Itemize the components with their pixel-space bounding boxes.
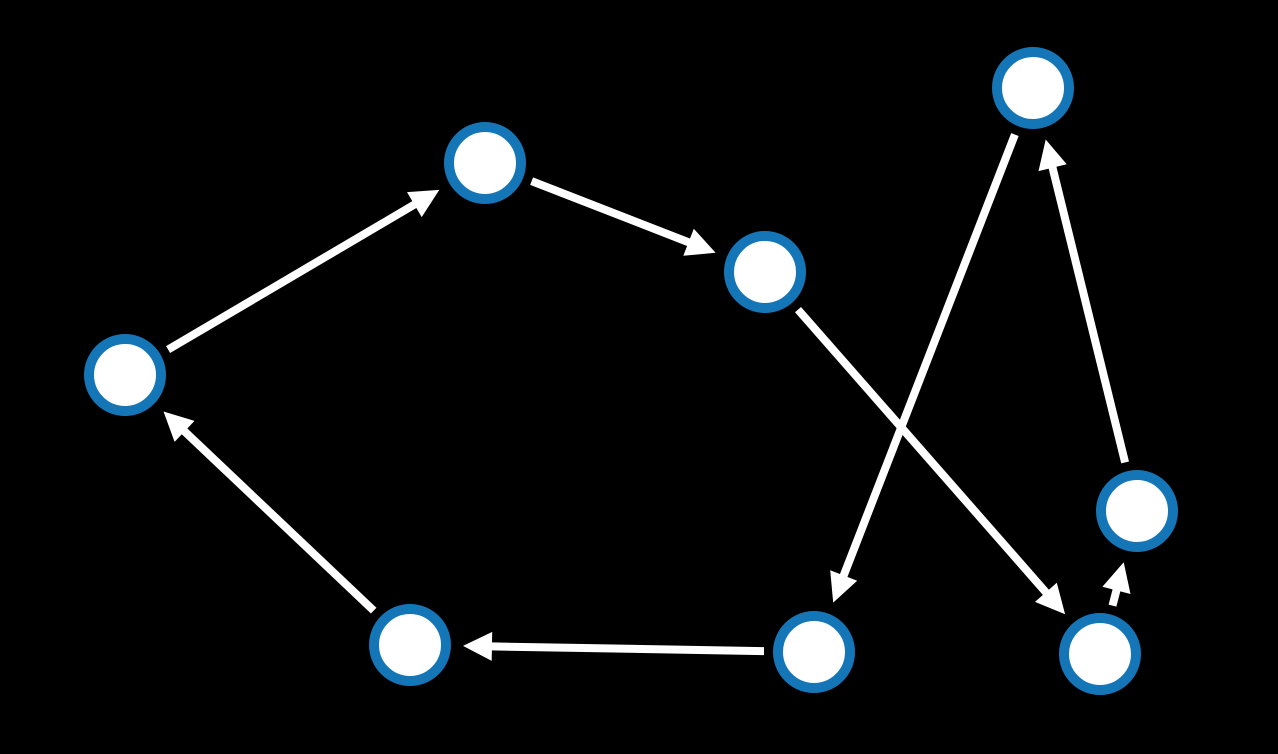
- edge-line: [794, 306, 1050, 596]
- arrowhead-icon: [1035, 582, 1066, 615]
- edge-line: [839, 133, 1019, 578]
- edge-upper-middle-to-center: [530, 177, 716, 256]
- edge-line: [490, 642, 765, 656]
- edge-top-right-to-bottom-middle: [830, 133, 1019, 603]
- node-bottom-left: [369, 604, 451, 686]
- node-upper-middle: [444, 122, 526, 204]
- edge-line: [1048, 165, 1129, 464]
- arrowhead-icon: [683, 228, 716, 256]
- edge-bottom-middle-to-bottom-left: [463, 631, 765, 661]
- node-bottom-middle: [773, 611, 855, 693]
- edge-bottom-right-to-right: [1102, 562, 1131, 607]
- arrowhead-icon: [463, 631, 493, 661]
- node-center: [724, 231, 806, 313]
- edge-line: [181, 427, 377, 614]
- node-bottom-right: [1059, 613, 1141, 695]
- edge-line: [530, 177, 691, 247]
- edge-line: [166, 200, 418, 354]
- edge-right-to-top-right: [1038, 139, 1129, 464]
- node-left: [84, 334, 166, 416]
- arrowhead-icon: [163, 411, 195, 442]
- arrowhead-icon: [1038, 139, 1067, 172]
- arrowhead-icon: [407, 189, 440, 218]
- edge-line: [1108, 588, 1121, 607]
- edge-center-to-bottom-right: [794, 306, 1066, 615]
- edge-left-to-upper-middle: [166, 189, 440, 354]
- node-right: [1096, 470, 1178, 552]
- node-top-right: [992, 47, 1074, 129]
- arrowhead-icon: [1102, 562, 1131, 594]
- arrowhead-icon: [830, 570, 858, 603]
- edge-bottom-left-to-left: [163, 411, 377, 614]
